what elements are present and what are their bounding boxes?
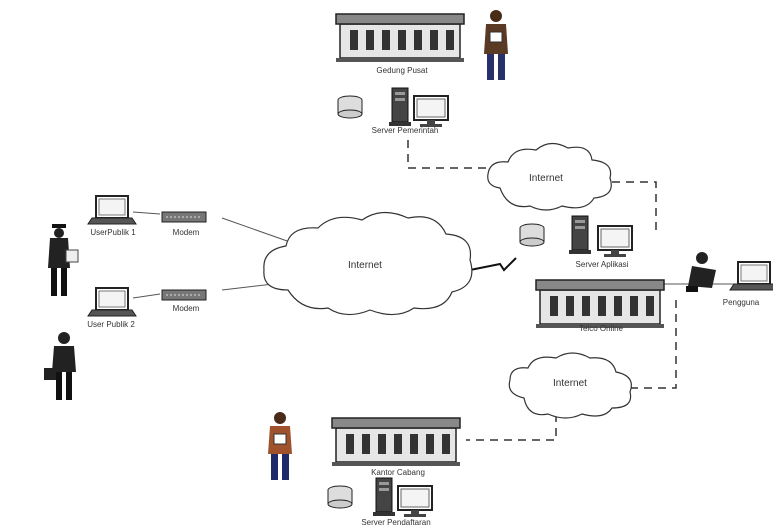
server-tower-icon bbox=[388, 87, 412, 127]
user-public-1-label: UserPublik 1 bbox=[90, 228, 136, 237]
database-icon-right bbox=[519, 223, 545, 247]
server-tower-icon-right bbox=[568, 215, 592, 255]
cloud-bottom-label: Internet bbox=[553, 378, 587, 389]
modem-icon-2 bbox=[161, 289, 207, 301]
person-icon-bottom bbox=[268, 412, 292, 480]
monitor-icon bbox=[413, 95, 449, 128]
cloud-center-label: Internet bbox=[348, 260, 382, 271]
link-hq-cloudtop bbox=[407, 140, 488, 169]
server-bottom-label: Server Pendaftaran bbox=[361, 518, 431, 527]
link-cloudtop-right bbox=[612, 181, 657, 236]
server-tower-icon-bottom bbox=[372, 477, 396, 517]
user-right-label: Pengguna bbox=[722, 298, 760, 307]
cloud-center bbox=[263, 211, 473, 316]
link-cloud-server-zigzag bbox=[459, 257, 517, 273]
modem-1-label: Modem bbox=[172, 228, 200, 237]
database-icon-bottom bbox=[327, 485, 353, 509]
modem-2-label: Modem bbox=[172, 304, 200, 313]
monitor-icon-right bbox=[597, 225, 633, 258]
server-pemerintah-label: Server Pemerintah bbox=[371, 126, 439, 135]
link-laptop2-modem2 bbox=[132, 293, 161, 299]
dashed-lines bbox=[407, 140, 677, 441]
person-icon-left-2 bbox=[44, 332, 76, 400]
person-icon-left-1 bbox=[48, 224, 79, 296]
telco-building-icon bbox=[535, 279, 665, 329]
branch-building-icon bbox=[331, 417, 461, 467]
hq-building-label: Gedung Pusat bbox=[376, 66, 428, 75]
laptop-icon-2 bbox=[87, 287, 137, 317]
cloud-bottom bbox=[508, 352, 632, 419]
laptop-icon-1 bbox=[87, 195, 137, 225]
laptop-icon-right bbox=[729, 261, 773, 291]
user-public-2-label: User Publik 2 bbox=[87, 320, 135, 329]
telco-label: Telco Online bbox=[578, 324, 624, 333]
modem-icon-1 bbox=[161, 211, 207, 223]
cloud-top-label: Internet bbox=[529, 173, 563, 184]
person-icon-right bbox=[686, 252, 716, 292]
server-right-label: Server Aplikasi bbox=[575, 260, 629, 269]
monitor-icon-bottom bbox=[397, 485, 433, 518]
link-modem1-cloud bbox=[221, 217, 291, 243]
link-laptop1-modem1 bbox=[132, 211, 161, 215]
hq-building-icon bbox=[335, 13, 465, 63]
link-cloudbottom-branch bbox=[466, 400, 557, 441]
cloud-top bbox=[487, 142, 612, 211]
person-icon bbox=[484, 10, 508, 80]
link-user-cloudbottom bbox=[628, 300, 677, 389]
database-icon bbox=[337, 95, 363, 119]
branch-building-label: Kantor Cabang bbox=[371, 468, 425, 477]
